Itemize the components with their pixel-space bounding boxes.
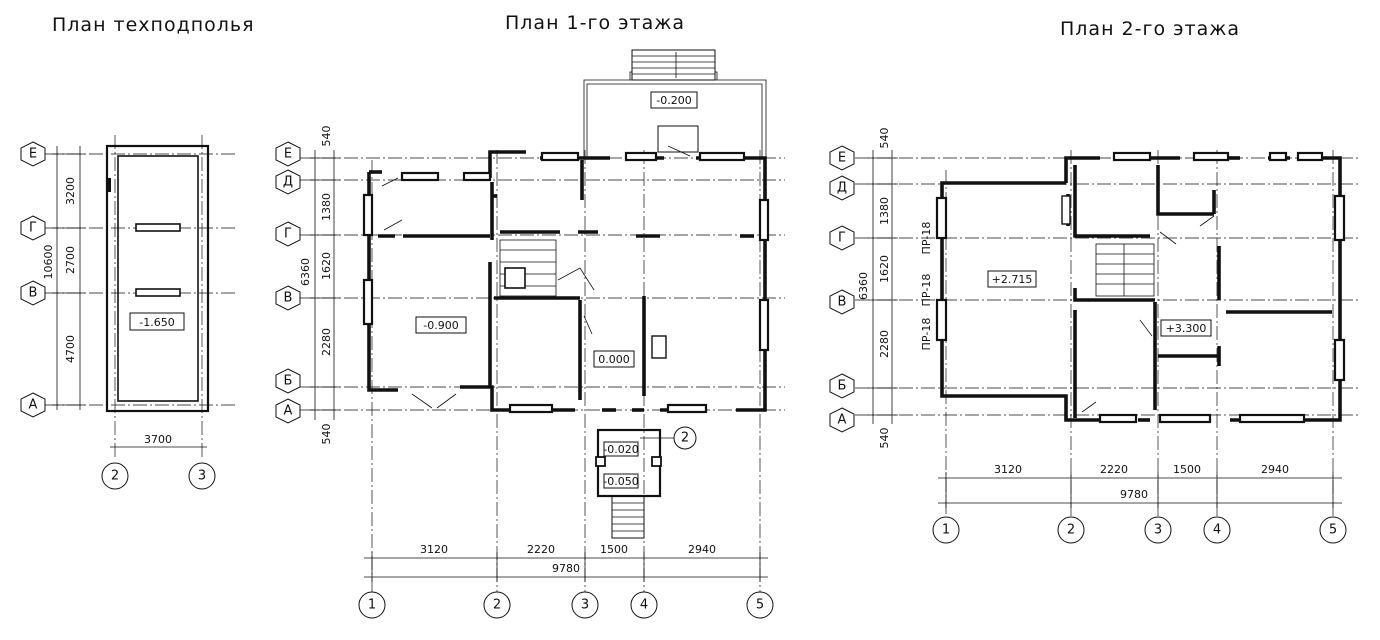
floor1-axis-4: 4 [640, 598, 648, 613]
floor1-axis-b: Б [284, 374, 293, 389]
floor2-dim-2-3: 2220 [1100, 463, 1128, 476]
axis-bubble-2: 2 [111, 469, 119, 484]
floor2-axis-5: 5 [1329, 523, 1337, 538]
floor1-axis-g: Г [284, 227, 292, 242]
axis-bubble-3: 3 [198, 469, 206, 484]
floor1-dim-2-3: 2220 [527, 543, 555, 556]
floor2-lintel-c: ПР-18 [920, 318, 933, 351]
floor1-level-porch2: -0.050 [603, 475, 638, 488]
floor1-dim-top: 540 [320, 126, 333, 147]
floor1-axis-1: 1 [368, 598, 376, 613]
floor2-dim-e-d: 1380 [878, 197, 891, 225]
tech-dim-width: 3700 [144, 433, 172, 446]
floor2-dim-g-v: 1620 [878, 255, 891, 283]
floor2-axis-3: 3 [1154, 523, 1162, 538]
floor1-dim-e-d: 1380 [320, 193, 333, 221]
floor2-axis-e: Е [838, 151, 846, 166]
floor1-dim-g-v: 1620 [320, 252, 333, 280]
floor1-dim-total-x: 9780 [552, 562, 580, 575]
floor1-level-center: 0.000 [598, 353, 630, 366]
floor2-dim-1-2: 3120 [994, 463, 1022, 476]
floor1-axis-a: А [284, 404, 293, 419]
floor2-dim-4-5: 2940 [1261, 463, 1289, 476]
floor1-dim-3-4: 1500 [600, 543, 628, 556]
floor1-dim-4-5: 2940 [688, 543, 716, 556]
floor1-axis-e: Е [284, 147, 292, 162]
floor2-dim-3-4: 1500 [1173, 463, 1201, 476]
floor2-axis-1: 1 [942, 523, 950, 538]
floor1-level-left-room: -0.900 [423, 319, 458, 332]
second-floor-plan: +2.715 +3.300 ПР-18 ПР-18 ПР-18 540 1380… [829, 128, 1360, 544]
floor2-axis-4: 4 [1213, 523, 1221, 538]
floor1-axis-3: 3 [581, 598, 589, 613]
floor2-dim-total: 6360 [857, 272, 870, 300]
floor2-level-left: +2.715 [992, 273, 1033, 286]
floor1-level-porch-top: -0.200 [656, 94, 691, 107]
title-tech-underfloor: План техподполья [52, 14, 255, 36]
floor1-dim-bottom: 540 [320, 424, 333, 445]
floor1-dim-total: 6360 [299, 258, 312, 286]
floor1-dim-v-b: 2280 [320, 328, 333, 356]
floor2-lintel-a: ПР-18 [920, 222, 933, 255]
floor1-level-porch1: -0.020 [603, 443, 638, 456]
axis-bubble-g: Г [29, 221, 37, 236]
floor2-dim-total-x: 9780 [1120, 488, 1148, 501]
floor1-dim-1-2: 3120 [420, 543, 448, 556]
floor1-axis-2: 2 [493, 598, 501, 613]
axis-bubble-e: Е [29, 147, 37, 162]
tech-dim-total: 10600 [42, 245, 55, 280]
tech-underfloor-plan: 3200 2700 4700 10600 3700 -1.650 Е Г В А… [20, 135, 235, 490]
title-second-floor: План 2-го этажа [1060, 18, 1241, 40]
tech-dim-g-v: 2700 [64, 246, 77, 274]
floor2-axis-d: Д [837, 181, 847, 196]
floor1-axis-d: Д [283, 175, 293, 190]
floor1-section-mark: 2 [681, 431, 689, 446]
tech-level-label: -1.650 [139, 316, 174, 329]
floor2-axis-a: А [838, 413, 847, 428]
tech-dim-v-a: 4700 [64, 335, 77, 363]
axis-bubble-v: В [29, 286, 38, 301]
first-floor-plan: -0.200 [275, 49, 785, 619]
floor2-axis-g: Г [838, 231, 846, 246]
floor1-axis-5: 5 [756, 598, 764, 613]
title-first-floor: План 1-го этажа [505, 12, 686, 34]
floor2-dim-bottom: 540 [878, 428, 891, 449]
floor2-dim-v-b: 2280 [878, 330, 891, 358]
floor2-axis-b: Б [838, 379, 847, 394]
axis-bubble-a: А [29, 398, 38, 413]
floor2-lintel-b: ПР-18 [920, 274, 933, 307]
tech-dim-e-g: 3200 [64, 177, 77, 205]
floor2-axis-2: 2 [1067, 523, 1075, 538]
floor2-level-stair: +3.300 [1166, 322, 1207, 335]
floor2-dim-top: 540 [878, 128, 891, 149]
floor2-axis-v: В [838, 295, 847, 310]
floor1-axis-v: В [284, 291, 293, 306]
